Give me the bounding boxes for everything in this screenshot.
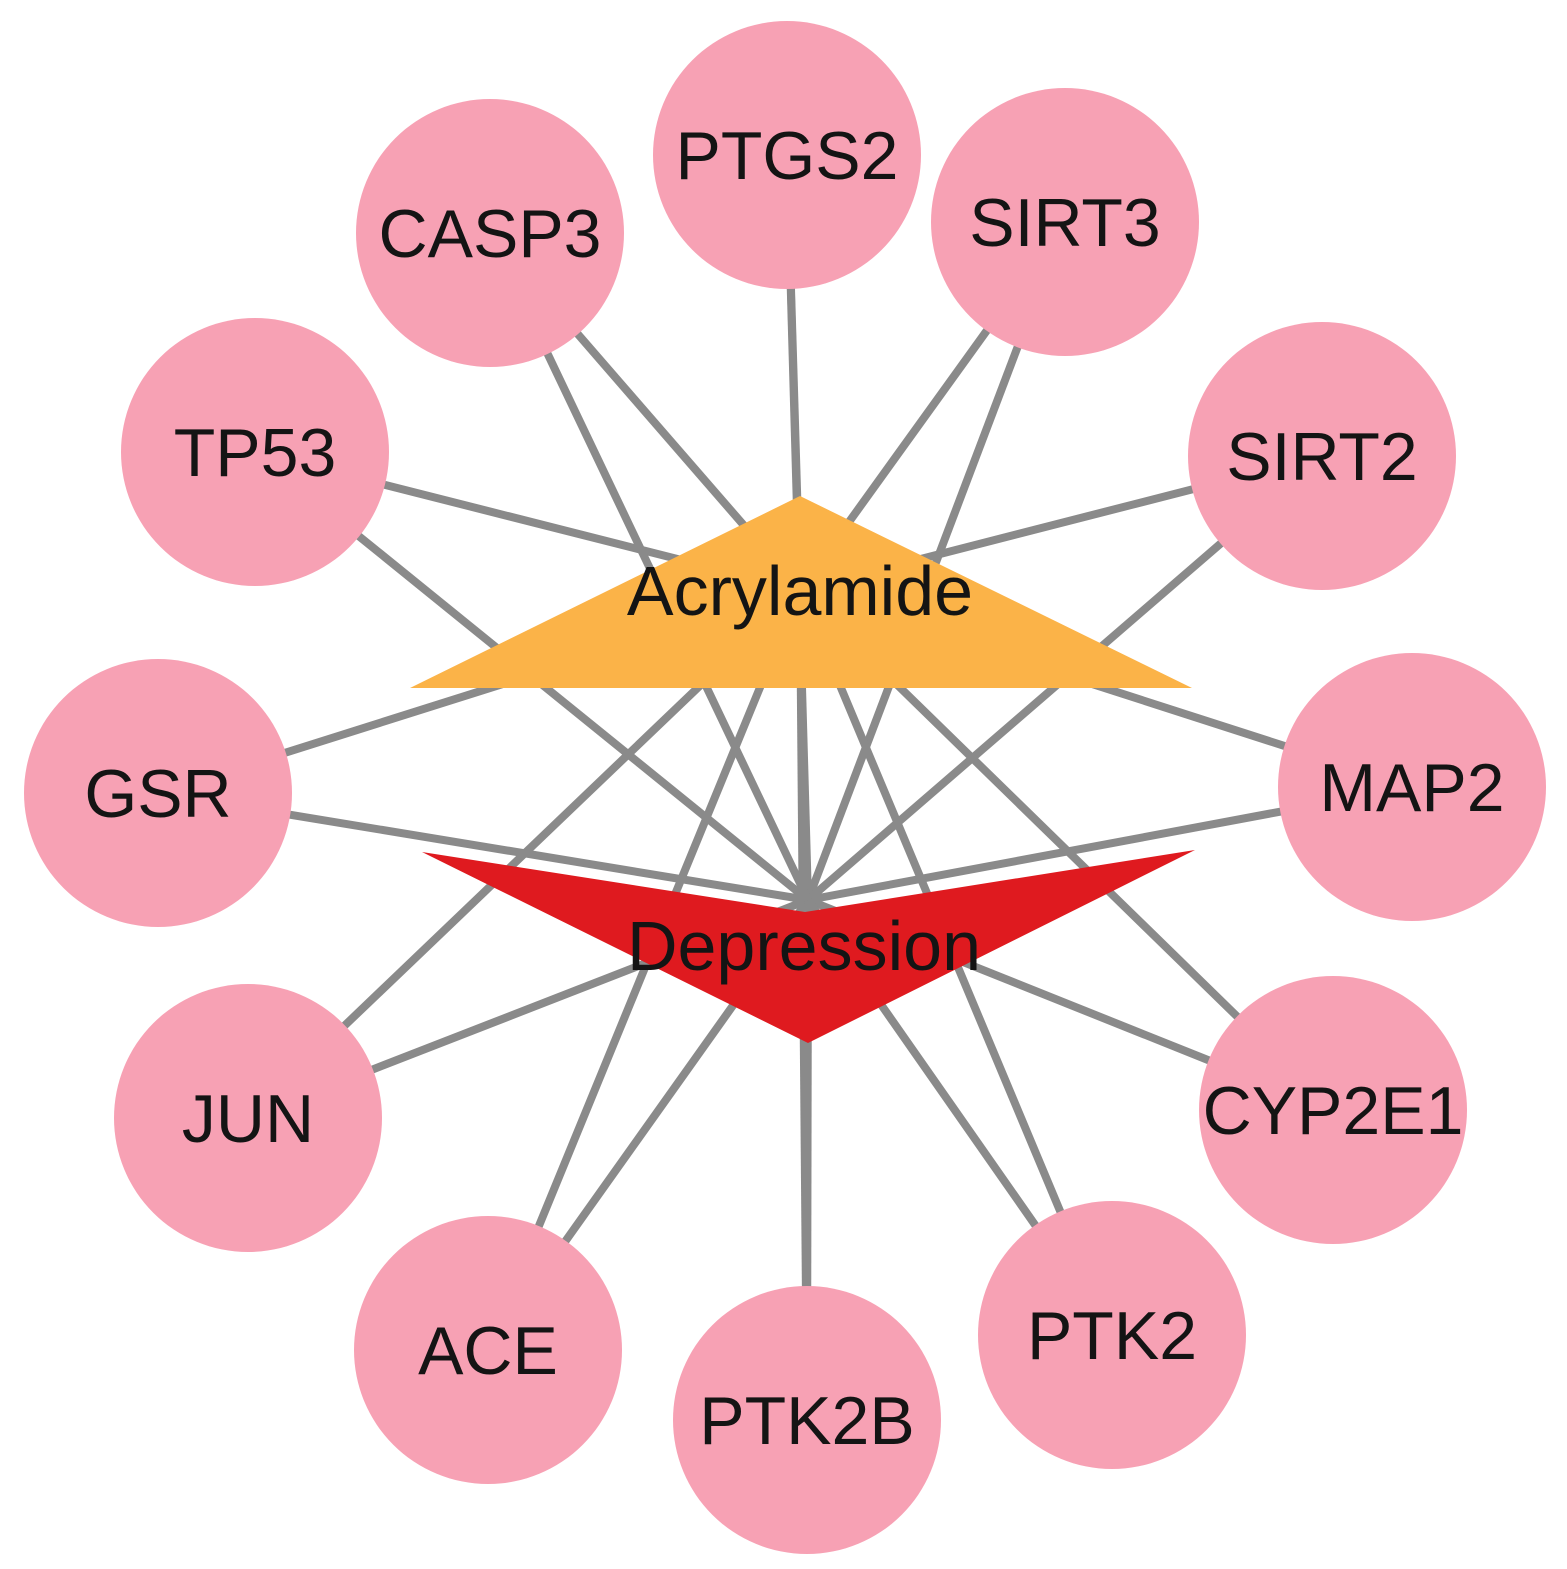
gene-node-circle bbox=[356, 99, 624, 367]
gene-node-circle bbox=[1188, 322, 1456, 590]
gene-node-label: SIRT2 bbox=[1226, 419, 1417, 495]
gene-node-cyp2e1[interactable]: CYP2E1 bbox=[1199, 976, 1467, 1244]
gene-node-circle bbox=[931, 88, 1199, 356]
gene-node-circle bbox=[354, 1216, 622, 1484]
acrylamide-label: Acrylamide bbox=[627, 552, 973, 630]
gene-node-ace[interactable]: ACE bbox=[354, 1216, 622, 1484]
gene-node-circle bbox=[978, 1201, 1246, 1469]
hub-depression[interactable]: Depression bbox=[422, 850, 1195, 1043]
gene-node-label: SIRT3 bbox=[969, 185, 1160, 261]
gene-node-label: JUN bbox=[182, 1081, 314, 1157]
gene-node-map2[interactable]: MAP2 bbox=[1278, 653, 1546, 921]
gene-node-ptk2[interactable]: PTK2 bbox=[978, 1201, 1246, 1469]
edge-sirt2-depression bbox=[805, 539, 1225, 904]
gene-node-label: TP53 bbox=[174, 415, 337, 491]
gene-node-sirt2[interactable]: SIRT2 bbox=[1188, 322, 1456, 590]
gene-node-label: PTK2 bbox=[1027, 1298, 1197, 1374]
acrylamide-triangle-shape bbox=[410, 496, 1192, 688]
depression-label: Depression bbox=[627, 907, 981, 985]
gene-node-jun[interactable]: JUN bbox=[114, 984, 382, 1252]
edges-layer bbox=[282, 286, 1288, 1289]
gene-node-gsr[interactable]: GSR bbox=[24, 659, 292, 927]
edge-map2-depression bbox=[807, 807, 1283, 904]
gene-node-label: PTGS2 bbox=[676, 118, 899, 194]
gene-node-circle bbox=[1199, 976, 1467, 1244]
gene-node-label: PTK2B bbox=[699, 1383, 914, 1459]
gene-node-circle bbox=[114, 984, 382, 1252]
gene-node-ptk2b[interactable]: PTK2B bbox=[673, 1286, 941, 1554]
gene-node-casp3[interactable]: CASP3 bbox=[356, 99, 624, 367]
hub-acrylamide[interactable]: Acrylamide bbox=[410, 496, 1192, 688]
gene-node-sirt3[interactable]: SIRT3 bbox=[931, 88, 1199, 356]
gene-node-circle bbox=[121, 318, 389, 586]
depression-v-shape bbox=[422, 850, 1195, 1043]
gene-node-ptgs2[interactable]: PTGS2 bbox=[653, 21, 921, 289]
gene-node-circle bbox=[24, 659, 292, 927]
gene-node-label: ACE bbox=[418, 1313, 558, 1389]
gene-node-label: CYP2E1 bbox=[1203, 1073, 1464, 1149]
gene-node-circle bbox=[653, 21, 921, 289]
gene-node-circle bbox=[1278, 653, 1546, 921]
gene-node-tp53[interactable]: TP53 bbox=[121, 318, 389, 586]
edge-gsr-depression bbox=[287, 810, 809, 904]
gene-node-label: MAP2 bbox=[1319, 750, 1504, 826]
gene-node-label: GSR bbox=[84, 756, 231, 832]
gene-node-label: CASP3 bbox=[379, 196, 602, 272]
gene-node-circle bbox=[673, 1286, 941, 1554]
edge-tp53-depression bbox=[355, 531, 811, 904]
